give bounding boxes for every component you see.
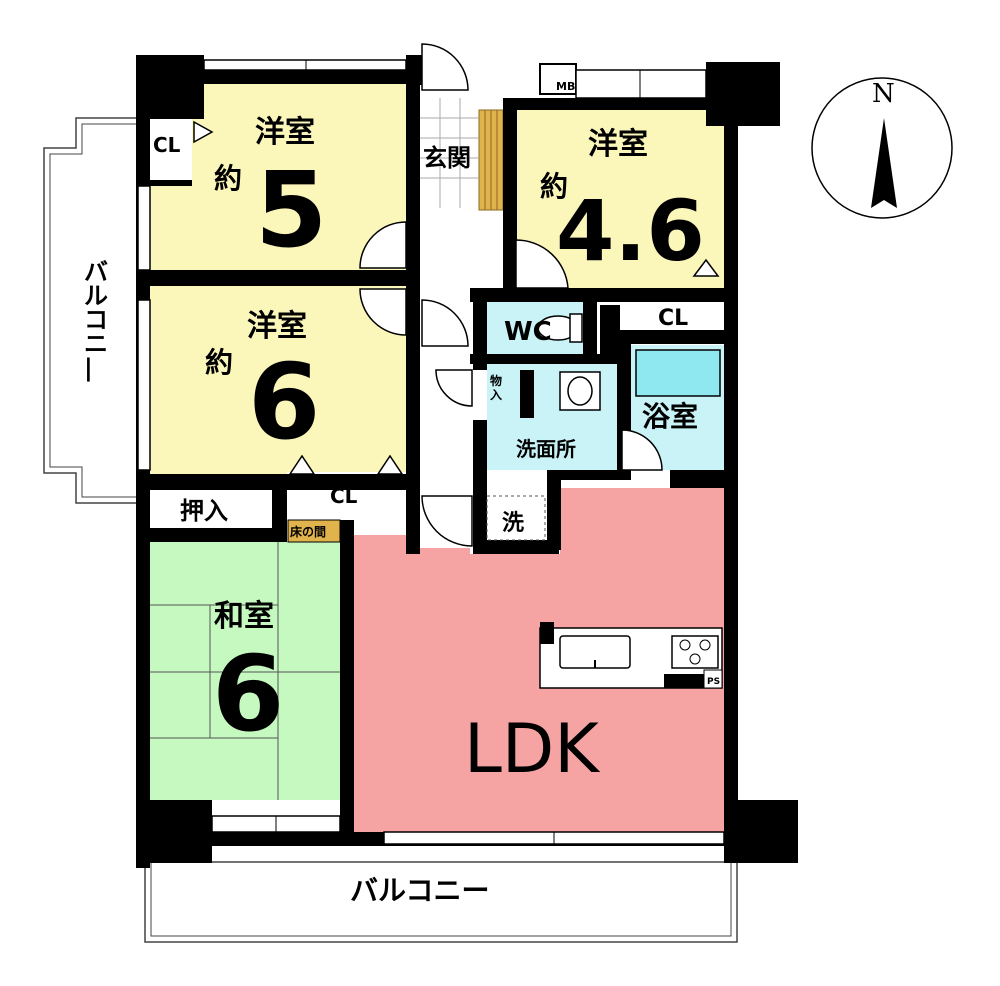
west-balcony: [43, 117, 136, 504]
approx-western-4-6: 約: [540, 170, 568, 203]
size-western-5: 5: [255, 149, 327, 271]
label-washer: 洗: [502, 511, 524, 536]
size-japanese: 6: [212, 633, 284, 755]
label-cl-right: CL: [658, 306, 688, 331]
north-arrow-icon: [871, 118, 897, 208]
label-shelf: 棚: [523, 404, 531, 414]
label-ps-2: PS: [600, 348, 613, 358]
label-cl-middle: CL: [330, 484, 358, 508]
room-name-entrance: 玄関: [423, 144, 471, 172]
washer-area: [487, 470, 547, 540]
washer-outline: [486, 495, 546, 541]
walls: [136, 55, 798, 868]
south-balcony: [144, 861, 738, 943]
label-ps-3: PS: [520, 374, 530, 382]
door-swings: [359, 43, 663, 547]
wash-basin: [559, 371, 601, 411]
compass: N: [811, 77, 953, 219]
room-name-western-4-6: 洋室: [588, 127, 648, 162]
entrance: [420, 98, 504, 211]
approx-western-6: 約: [205, 346, 233, 379]
kitchen-counter: [539, 622, 723, 689]
room-name-washroom: 洗面所: [516, 437, 576, 461]
size-western-4-6: 4.6: [556, 182, 705, 280]
japanese-room: [150, 542, 340, 800]
ldk-room: [353, 488, 724, 832]
label-mb: MB: [556, 80, 575, 93]
label-cl-top-left: CL: [153, 133, 181, 157]
room-name-ldk: LDK: [464, 710, 601, 789]
tatami-lines: [150, 542, 340, 800]
size-western-6: 6: [248, 341, 320, 463]
label-ps-1: PS: [603, 313, 616, 323]
label-storage: 物入: [490, 373, 502, 402]
room-name-bath: 浴室: [642, 400, 698, 433]
room-name-wc: WC: [504, 317, 552, 347]
compass-north-label: N: [872, 79, 895, 109]
label-balcony-south: バルコニー: [350, 874, 489, 907]
toilet: [537, 313, 583, 343]
label-balcony-west: バルコニ|: [84, 258, 108, 382]
bathtub: [635, 349, 721, 397]
approx-western-5: 約: [214, 162, 242, 195]
label-tokonoma: 床の間: [290, 524, 326, 539]
tokonoma: [287, 519, 341, 543]
western-room-6: [150, 286, 408, 474]
room-name-western-5: 洋室: [255, 115, 315, 150]
label-oshiire: 押入: [180, 497, 228, 525]
room-name-western-6: 洋室: [247, 309, 307, 344]
label-ps-4: PS: [707, 677, 720, 687]
room-name-japanese: 和室: [214, 599, 274, 634]
